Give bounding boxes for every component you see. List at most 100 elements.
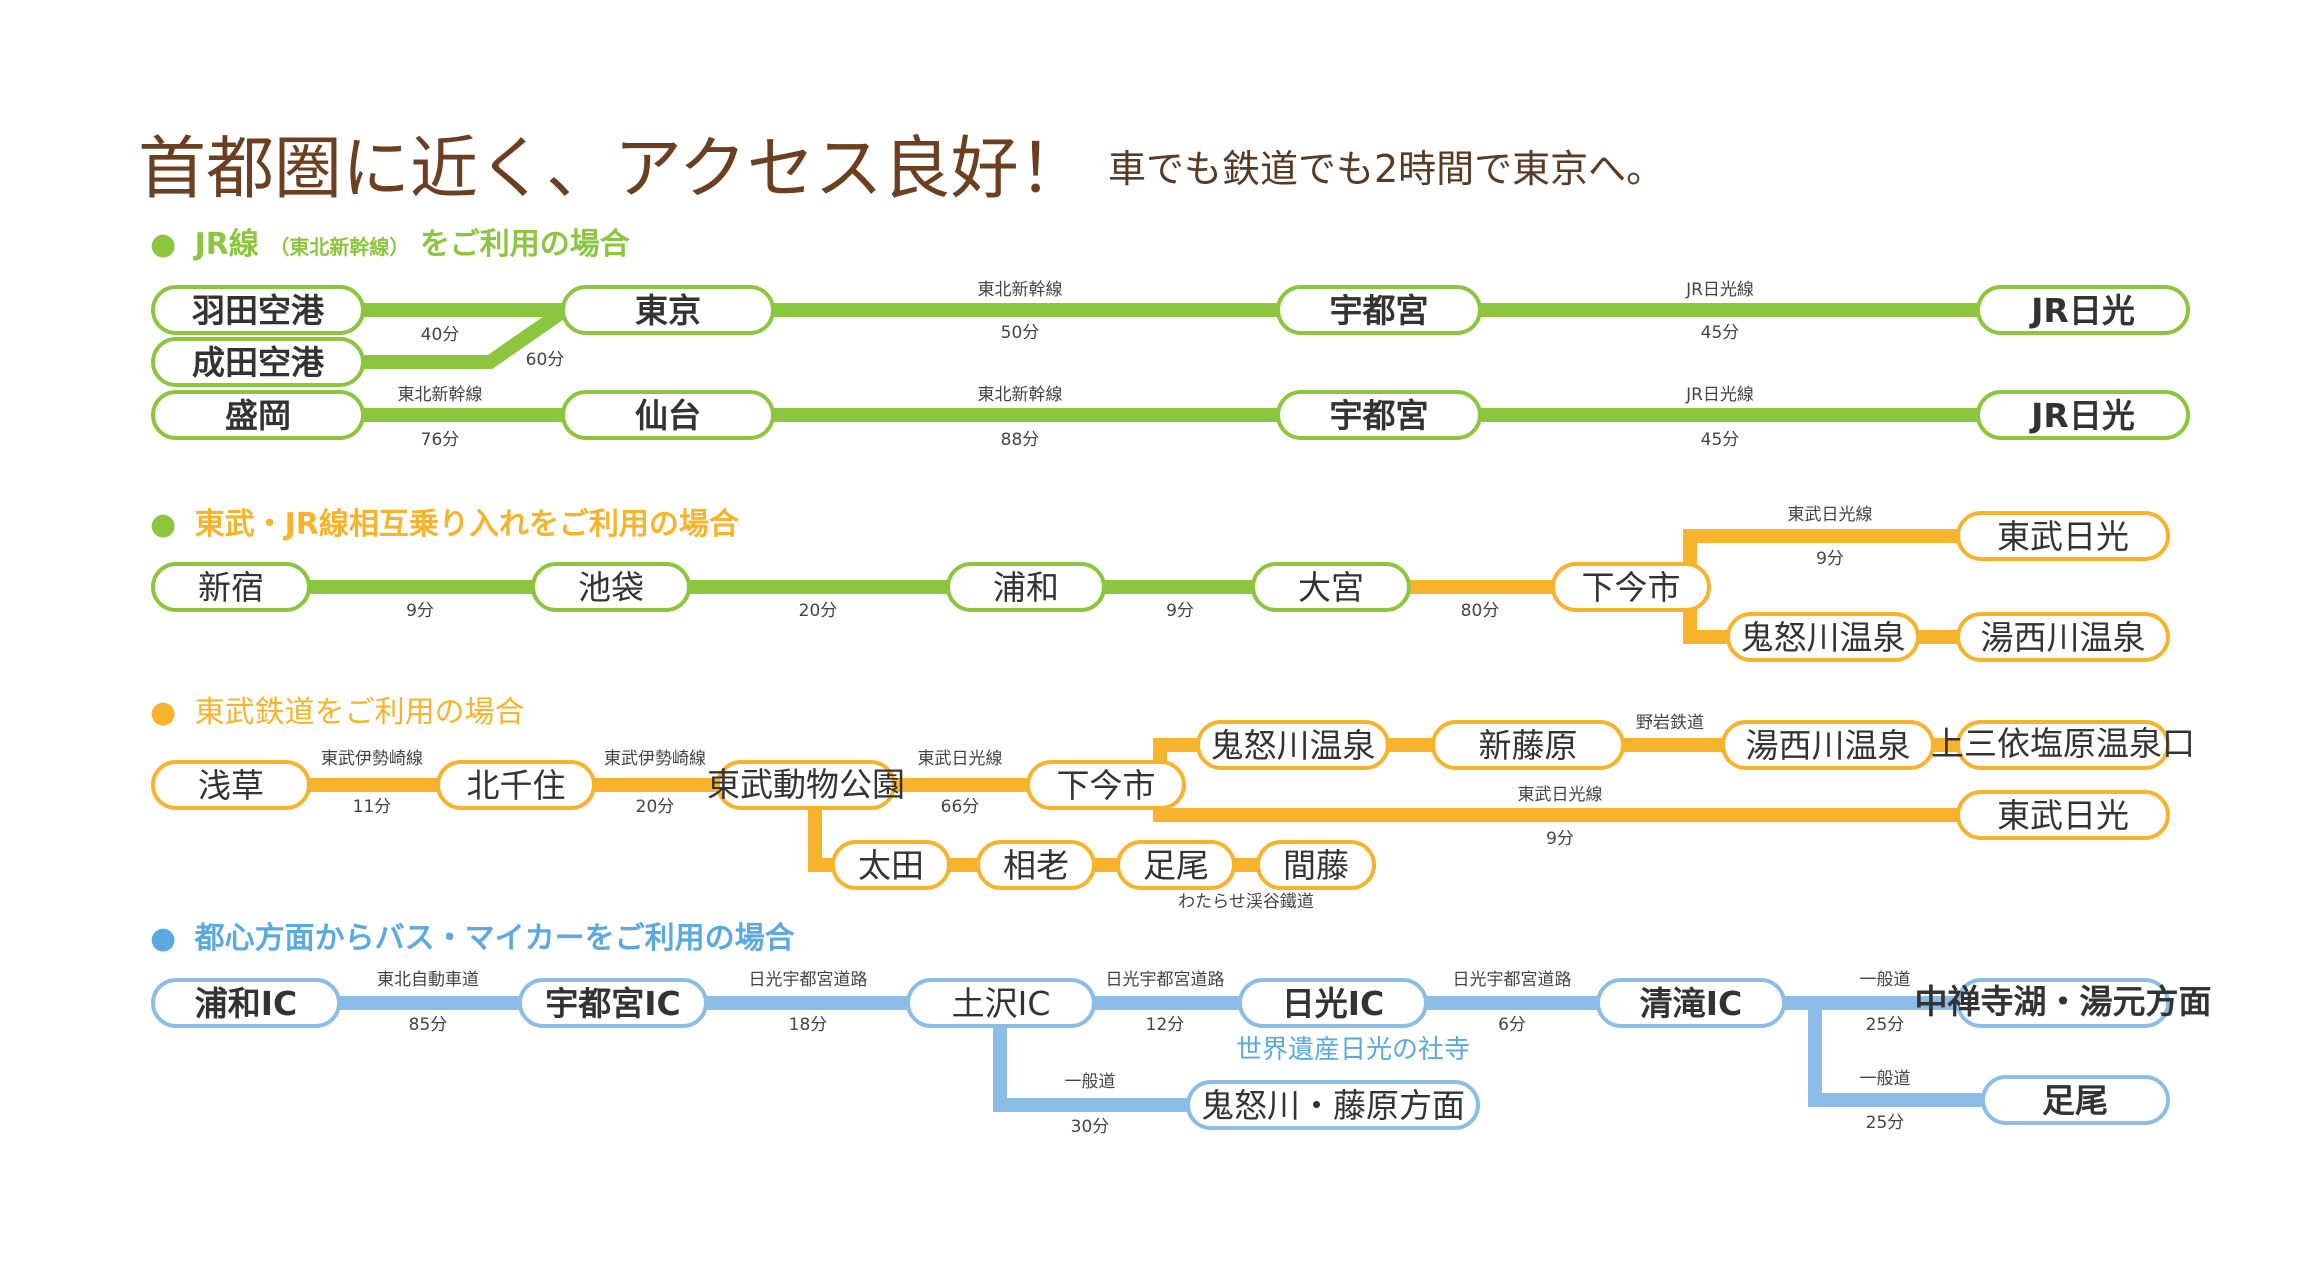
station-yunishigawa-onsen: 湯西川温泉 [1746,726,1911,765]
edge-time: 11分 [353,797,392,817]
station-shimoimaichi: 下今市 [1582,568,1681,607]
station-box [1276,390,1482,440]
edge-time: 76分 [421,430,460,450]
section-tobu-header: ● 東武鉄道をご利用の場合 [150,695,525,730]
station-mato: 間藤 [1283,846,1349,885]
destination-kinugawa-fujiwara: 鬼怒川・藤原方面 [1201,1086,1465,1125]
station-sendai: 仙台 [635,396,701,435]
station-shinfujiwara: 新藤原 [1479,726,1578,765]
ic-urawa: 浦和IC [195,984,298,1023]
route-line [1808,1003,1990,1107]
ic-box [518,978,708,1028]
section-car-header: ● 都心方面からバス・マイカーをご利用の場合 [150,921,795,956]
route-line [993,1003,1200,1112]
section-label: JR線 [193,227,259,262]
edge-road: 一般道 [1065,1072,1116,1092]
edge-time: 60分 [526,350,565,370]
station-morioka: 盛岡 [225,396,291,435]
section-tobu: ● 東武鉄道をご利用の場合 浅草 北千住 東武動物公園 下今市 鬼怒川温泉 新藤… [150,695,2195,912]
station-box [1256,840,1376,890]
section-label: 都心方面からバス・マイカーをご利用の場合 [194,921,795,956]
page-subtitle: 車でも鉄道でも2時間で東京へ。 [1108,147,1664,191]
edge-line: 東武日光線 [918,749,1003,769]
station-box [716,760,896,810]
section-label-rest: をご利用の場合 [420,227,630,262]
edge-time: 9分 [1546,829,1574,849]
station-box [1251,562,1411,612]
edge-time: 30分 [1071,1117,1110,1137]
page-title: 首都圏に近く、アクセス良好！ [138,130,1087,209]
edge-line: 東武伊勢崎線 [604,749,706,769]
section-car: ● 都心方面からバス・マイカーをご利用の場合 浦和IC 宇都宮IC 土沢IC 日… [150,921,2212,1137]
edge-time: 88分 [1001,430,1040,450]
edge-time: 18分 [789,1015,828,1035]
station-box [1276,285,1482,335]
station-box [436,760,596,810]
edge-line: 東北新幹線 [398,384,483,405]
station-box [946,562,1106,612]
station-box [1956,612,2170,662]
section-dot: ● [150,921,176,956]
station-box [1721,720,1935,770]
edge-line: JR日光線 [1685,385,1754,405]
station-kinugawa-onsen: 鬼怒川温泉 [1741,618,1906,657]
destination-box [1186,1080,1480,1130]
station-box [1976,285,2190,335]
edge-line: 野岩鉄道 [1636,713,1704,733]
station-aioi: 相老 [1003,846,1069,885]
section-jr-header: ● JR線 （東北新幹線） をご利用の場合 [150,227,630,262]
edge-time: 12分 [1146,1015,1185,1035]
ic-box [151,978,341,1028]
edge-road: 一般道 [1860,970,1911,990]
station-haneda: 羽田空港 [192,291,325,330]
edge-time: 25分 [1866,1113,1905,1133]
station-box [1431,720,1625,770]
station-kinugawa-onsen: 鬼怒川温泉 [1211,726,1376,765]
section-dot: ● [150,227,176,262]
route-line [360,304,569,369]
station-box [1956,790,2170,840]
destination-box [1981,1075,2170,1125]
destination-ashio: 足尾 [2042,1081,2108,1120]
station-yunishigawa-onsen: 湯西川温泉 [1981,618,2146,657]
station-kamimiyori: 上三依塩原温泉口 [1931,724,2195,763]
edge-line: 東北新幹線 [978,279,1063,300]
edge-time: 9分 [1166,601,1194,621]
section-tobu-jr: ● 東武・JR線相互乗り入れをご利用の場合 新宿 池袋 浦和 大宮 下今市 東武… [150,505,2170,662]
destination-chuzenji: 中禅寺湖・湯元方面 [1915,982,2212,1021]
station-box [151,760,311,810]
section-label: 東武鉄道をご利用の場合 [195,695,525,730]
station-box [1956,720,2170,770]
station-box [1976,390,2190,440]
edge-road: 東北自動車道 [377,970,479,990]
edge-road: 一般道 [1860,1069,1911,1089]
station-box [831,840,951,890]
ic-box [906,978,1096,1028]
station-tobu-dobutsu-koen: 東武動物公園 [707,765,905,804]
ic-nikko: 日光IC [1282,984,1385,1023]
edge-time: 9分 [406,601,434,621]
station-box [1726,612,1920,662]
destination-box [1956,978,2170,1028]
station-box [1026,760,1186,810]
station-shinjuku: 新宿 [198,568,264,607]
edge-line: 東武日光線 [1788,505,1873,525]
ic-box [1238,978,1428,1028]
station-narita: 成田空港 [192,343,325,382]
edge-time: 45分 [1701,430,1740,450]
edge-time: 45分 [1701,323,1740,343]
station-box [1956,511,2170,561]
edge-time: 50分 [1001,323,1040,343]
edge-road: 日光宇都宮道路 [1453,970,1572,990]
station-box [151,337,365,387]
station-box [1196,720,1390,770]
ic-utsunomiya: 宇都宮IC [545,984,681,1023]
section-tobu-jr-header: ● 東武・JR線相互乗り入れをご利用の場合 [150,507,739,542]
world-heritage-note: 世界遺産日光の社寺 [1236,1035,1470,1065]
edge-line: 東北新幹線 [978,384,1063,405]
section-dot: ● [150,695,176,730]
edge-time: 40分 [421,325,460,345]
edge-time: 6分 [1498,1015,1526,1035]
edge-road: 日光宇都宮道路 [1106,970,1225,990]
